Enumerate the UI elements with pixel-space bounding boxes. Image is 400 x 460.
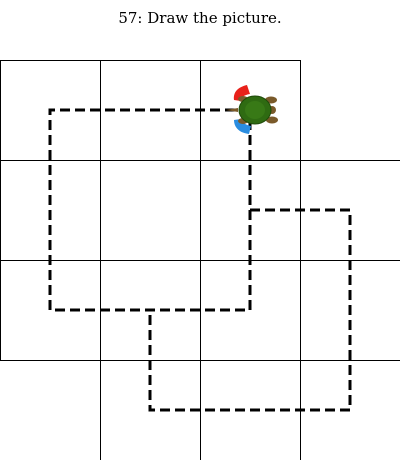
rotate-left-arrow-icon[interactable] — [233, 85, 250, 101]
path-square-lower-right — [148, 208, 352, 412]
path-square-upper-left — [48, 108, 252, 312]
rotate-right-arrow-icon[interactable] — [234, 119, 251, 134]
turtle-icon[interactable] — [226, 95, 278, 125]
target-path — [48, 108, 352, 412]
grid — [0, 60, 400, 460]
puzzle-title: 57: Draw the picture. — [118, 9, 282, 27]
